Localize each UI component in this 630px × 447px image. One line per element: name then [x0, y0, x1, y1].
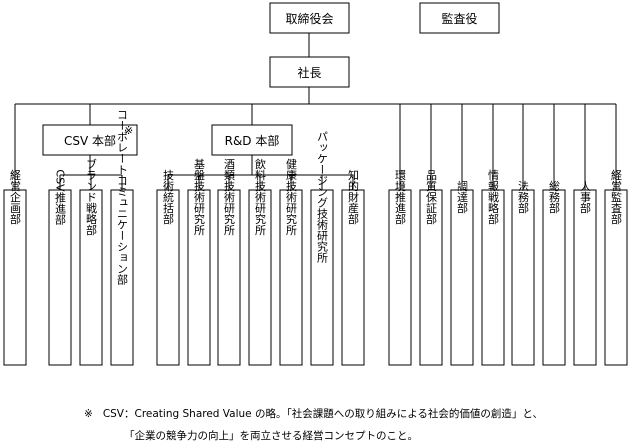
dept-label: パッケージング技術研究所 [316, 131, 329, 264]
dept-label: 経営企画部 [9, 169, 22, 224]
dept-box-management-planning: 経営企画部 [3, 169, 27, 366]
footnote-text-1: CSV：Creating Shared Value の略。「社会課題への取り組み… [102, 408, 543, 420]
dept-box-brand-strategy: ブランド戦略部 [79, 157, 103, 366]
dept-box-information-strategy: 情報戦略部 [481, 169, 505, 366]
dept-label: CSV推進部 [54, 169, 67, 224]
dept-box-general-affairs: 総務部 [542, 179, 566, 366]
dept-label: 酒類技術研究所 [223, 158, 236, 236]
dept-label: ブランド戦略部 [85, 157, 98, 235]
auditor-label: 監査役 [441, 11, 477, 26]
dept-box-corporate-communication: コーポレートコミュニケーション部 [110, 109, 134, 366]
rnd-division-label: R&D 本部 [225, 133, 280, 148]
dept-box-csv-promotion: CSV推進部 [48, 169, 72, 366]
footnote-line-1: ※ CSV：Creating Shared Value の略。「社会課題への取り組… [84, 406, 543, 421]
dept-label: 知的財産部 [347, 168, 360, 224]
president-label: 社長 [297, 65, 321, 80]
president-box: 社長 [269, 56, 350, 88]
dept-box-alcohol-technology-lab: 酒類技術研究所 [217, 158, 241, 366]
dept-box-core-technology-lab: 基盤技術研究所 [187, 158, 211, 366]
dept-box-beverage-technology-lab: 飲料技術研究所 [248, 157, 272, 366]
department-boxes: 経営企画部 CSV推進部 ブランド戦略部 コーポレートコミュニケーション部 技術… [3, 109, 628, 366]
dept-box-environment-promotion: 環境推進部 [388, 169, 412, 366]
dept-label: 健康技術研究所 [285, 158, 298, 236]
board-box: 取締役会 [269, 2, 350, 34]
dept-label: コーポレートコミュニケーション部 [116, 109, 129, 285]
connectors [14, 33, 617, 190]
csv-division-box: CSV 本部 ※ [42, 124, 138, 156]
auditor-box: 監査役 [419, 2, 500, 34]
dept-label: 経営監査部 [610, 169, 623, 224]
dept-box-health-technology-lab: 健康技術研究所 [279, 158, 303, 366]
dept-box-management-audit: 経営監査部 [604, 169, 628, 366]
dept-box-packaging-technology-lab: パッケージング技術研究所 [310, 131, 334, 366]
dept-label: 情報戦略部 [487, 169, 500, 224]
dept-label: 飲料技術研究所 [254, 157, 267, 236]
dept-box-human-resources: 人事部 [573, 180, 597, 366]
footnote-mark: ※ [84, 408, 93, 420]
csv-division-label: CSV 本部 [64, 133, 116, 148]
dept-box-technology-coordination: 技術統括部 [156, 169, 180, 366]
dept-label: 環境推進部 [394, 169, 407, 224]
dept-label: 法務部 [517, 179, 530, 213]
dept-label: 基盤技術研究所 [193, 158, 206, 236]
dept-box-quality-assurance: 品質保証部 [419, 169, 443, 366]
rnd-division-box: R&D 本部 [211, 124, 293, 156]
dept-label: 調達部 [456, 179, 469, 213]
dept-box-intellectual-property: 知的財産部 [341, 168, 365, 366]
footnote-line-2: 「企業の競争力の向上」を両立させる経営コンセプトのこと。 [124, 430, 418, 442]
dept-label: 総務部 [548, 179, 561, 213]
dept-box-legal: 法務部 [511, 179, 535, 366]
board-label: 取締役会 [285, 11, 333, 26]
dept-box-procurement: 調達部 [450, 179, 474, 366]
csv-footnote-mark: ※ [124, 124, 133, 137]
dept-label: 人事部 [579, 180, 592, 213]
dept-label: 技術統括部 [162, 169, 175, 224]
dept-label: 品質保証部 [425, 169, 438, 224]
